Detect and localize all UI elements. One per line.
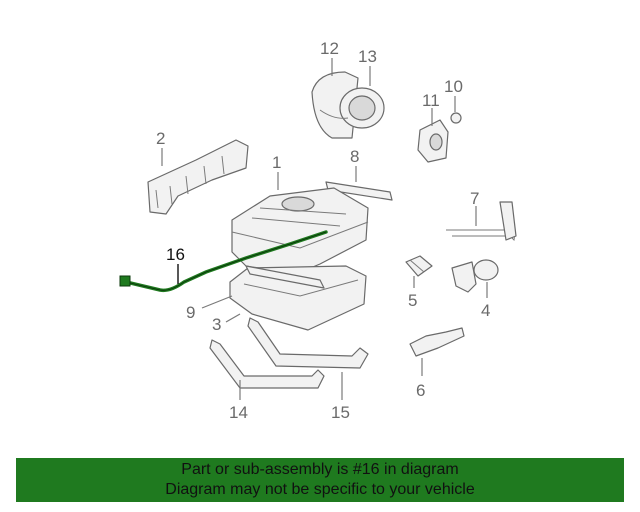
callout-9: 9	[186, 303, 195, 322]
callout-16: 16	[166, 245, 185, 264]
skid-plate	[229, 265, 367, 331]
callout-10: 10	[444, 77, 463, 96]
callout-8: 8	[350, 147, 359, 166]
callout-12: 12	[320, 39, 339, 58]
callout-13: 13	[358, 47, 377, 66]
callout-6: 6	[416, 381, 425, 400]
callout-15: 15	[331, 403, 350, 422]
strap-lower	[245, 265, 325, 289]
banner-line-1: Part or sub-assembly is #16 in diagram	[181, 461, 459, 478]
callout-7: 7	[470, 189, 479, 208]
callout-2: 2	[156, 129, 165, 148]
fuel-filter	[405, 255, 433, 277]
filler-bracket	[417, 119, 449, 163]
mount-bracket	[409, 327, 465, 357]
strap-top	[325, 181, 393, 201]
vent-line	[446, 201, 517, 242]
highlighted-tube-16	[119, 230, 328, 293]
fuel-tank	[231, 187, 369, 275]
clip	[450, 112, 462, 124]
support-strap-rear	[247, 317, 369, 369]
callout-1: 1	[272, 153, 281, 172]
parts-diagram: 1 2 3 4 5 6 7 8 9 10 11 12 13 14 15 16	[119, 39, 517, 422]
info-banner: Part or sub-assembly is #16 in diagram D…	[16, 458, 624, 502]
fuel-pump	[451, 259, 499, 293]
support-strap-front	[209, 339, 325, 389]
leader-lines	[161, 58, 488, 400]
callout-14: 14	[229, 403, 248, 422]
filler-housing	[311, 71, 385, 139]
heat-shield	[147, 139, 249, 215]
callout-4: 4	[481, 301, 490, 320]
banner-line-2: Diagram may not be specific to your vehi…	[165, 481, 475, 498]
callout-3: 3	[212, 315, 221, 334]
callout-11: 11	[422, 91, 440, 110]
callout-5: 5	[408, 291, 417, 310]
